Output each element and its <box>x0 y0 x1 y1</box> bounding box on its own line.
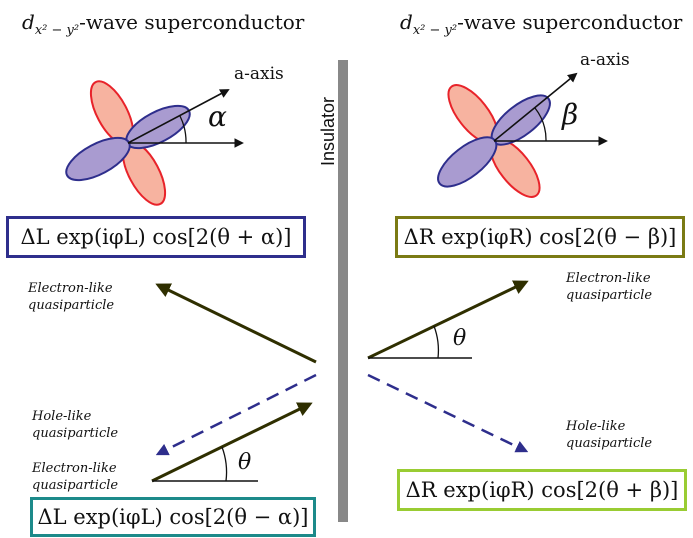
right-hole-transmitted-arrow <box>367 373 529 453</box>
right-top-formula-box: ΔR exp(iφR) cos[2(θ − β)] <box>395 216 685 258</box>
right-a-axis-line <box>493 72 578 142</box>
right-theta-label: θ <box>453 326 467 351</box>
left-electron-label-top-line1: Electron-like <box>28 281 113 296</box>
left-alpha-label: α <box>208 100 227 133</box>
left-axis-label: a-axis <box>234 64 284 84</box>
left-top-formula: ΔL exp(iφL) cos[2(θ + α)] <box>20 225 292 249</box>
right-electron-label: Electron-like quasiparticle <box>566 270 652 304</box>
insulator-bar <box>338 60 348 522</box>
right-electron-label-line1: Electron-like <box>566 271 651 286</box>
right-angle-arc <box>534 107 547 142</box>
right-heading-text: -wave superconductor <box>457 10 683 34</box>
left-electron-label-bottom-line1: Electron-like <box>32 461 117 476</box>
right-heading-sub: x² − y² <box>412 23 458 38</box>
left-hole-label-line2: quasiparticle <box>32 426 119 441</box>
right-beta-label: β <box>562 98 579 131</box>
left-heading: dx² − y²-wave superconductor <box>22 10 304 38</box>
right-heading-d: d <box>400 10 413 34</box>
left-theta-arc <box>221 446 228 482</box>
left-electron-label-bottom: Electron-like quasiparticle <box>32 460 118 494</box>
right-heading: dx² − y²-wave superconductor <box>400 10 682 38</box>
right-theta-arc <box>433 325 440 359</box>
left-electron-label-top: Electron-like quasiparticle <box>28 280 114 314</box>
left-top-formula-box: ΔL exp(iφL) cos[2(θ + α)] <box>6 216 306 258</box>
right-bottom-formula: ΔR exp(iφR) cos[2(θ + β)] <box>405 478 679 502</box>
left-incident-electron-arrow <box>151 402 313 483</box>
left-electron-label-bottom-line2: quasiparticle <box>32 478 119 493</box>
left-a-axis-line <box>127 89 230 144</box>
right-bottom-formula-box: ΔR exp(iφR) cos[2(θ + β)] <box>397 469 687 511</box>
left-hole-label: Hole-like quasiparticle <box>32 408 118 442</box>
left-heading-text: -wave superconductor <box>79 10 305 34</box>
left-bottom-formula: ΔL exp(iφL) cos[2(θ − α)] <box>37 505 309 529</box>
left-heading-sub: x² − y² <box>34 23 80 38</box>
left-angle-arc <box>179 115 187 144</box>
right-electron-transmitted-arrow <box>367 280 529 360</box>
right-hole-label: Hole-like quasiparticle <box>566 418 652 452</box>
left-bottom-formula-box: ΔL exp(iφL) cos[2(θ − α)] <box>30 497 316 537</box>
right-top-formula: ΔR exp(iφR) cos[2(θ − β)] <box>403 225 677 249</box>
right-electron-label-line2: quasiparticle <box>566 288 653 303</box>
left-orbital <box>65 80 191 206</box>
left-electron-reflected-arrow <box>155 283 317 364</box>
left-hole-label-line1: Hole-like <box>32 409 92 424</box>
left-heading-d: d <box>22 10 35 34</box>
left-theta-label: θ <box>238 450 252 475</box>
left-electron-label-top-line2: quasiparticle <box>28 298 115 313</box>
right-axis-label: a-axis <box>580 50 630 70</box>
right-hole-label-line1: Hole-like <box>566 419 626 434</box>
left-hole-reflected-arrow <box>155 373 317 456</box>
right-hole-label-line2: quasiparticle <box>566 436 653 451</box>
